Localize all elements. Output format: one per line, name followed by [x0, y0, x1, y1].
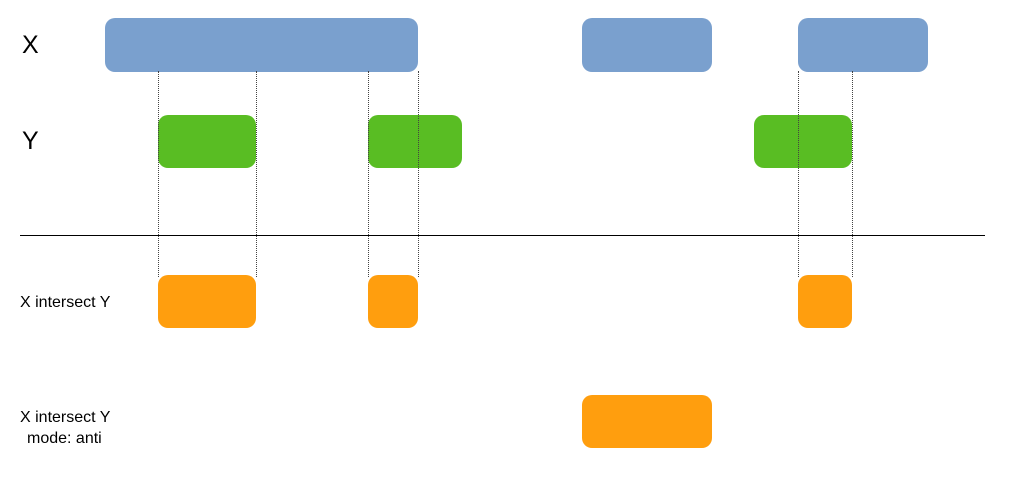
intersect-interval-2 [368, 275, 418, 328]
x-interval-1 [105, 18, 418, 72]
guide-line-2 [256, 71, 257, 277]
guide-line-5 [798, 71, 799, 277]
row-label-intersect-anti-line1: X intersect Y [20, 409, 111, 426]
row-label-intersect: X intersect Y [20, 294, 111, 311]
anti-interval-1 [582, 395, 712, 448]
guide-line-3 [368, 71, 369, 277]
y-interval-1 [158, 115, 256, 168]
row-label-y: Y [22, 127, 39, 155]
x-interval-2 [582, 18, 712, 72]
x-interval-3 [798, 18, 928, 72]
guide-line-4 [418, 71, 419, 277]
intersect-interval-3 [798, 275, 852, 328]
guide-line-1 [158, 71, 159, 277]
y-interval-3 [754, 115, 852, 168]
row-label-intersect-anti-line2: mode: anti [27, 430, 102, 447]
guide-line-6 [852, 71, 853, 277]
row-label-intersect-anti: X intersect Y mode: anti [20, 407, 110, 449]
intersect-interval-1 [158, 275, 256, 328]
y-interval-2 [368, 115, 462, 168]
divider-line [20, 235, 985, 236]
row-label-x: X [22, 31, 39, 59]
